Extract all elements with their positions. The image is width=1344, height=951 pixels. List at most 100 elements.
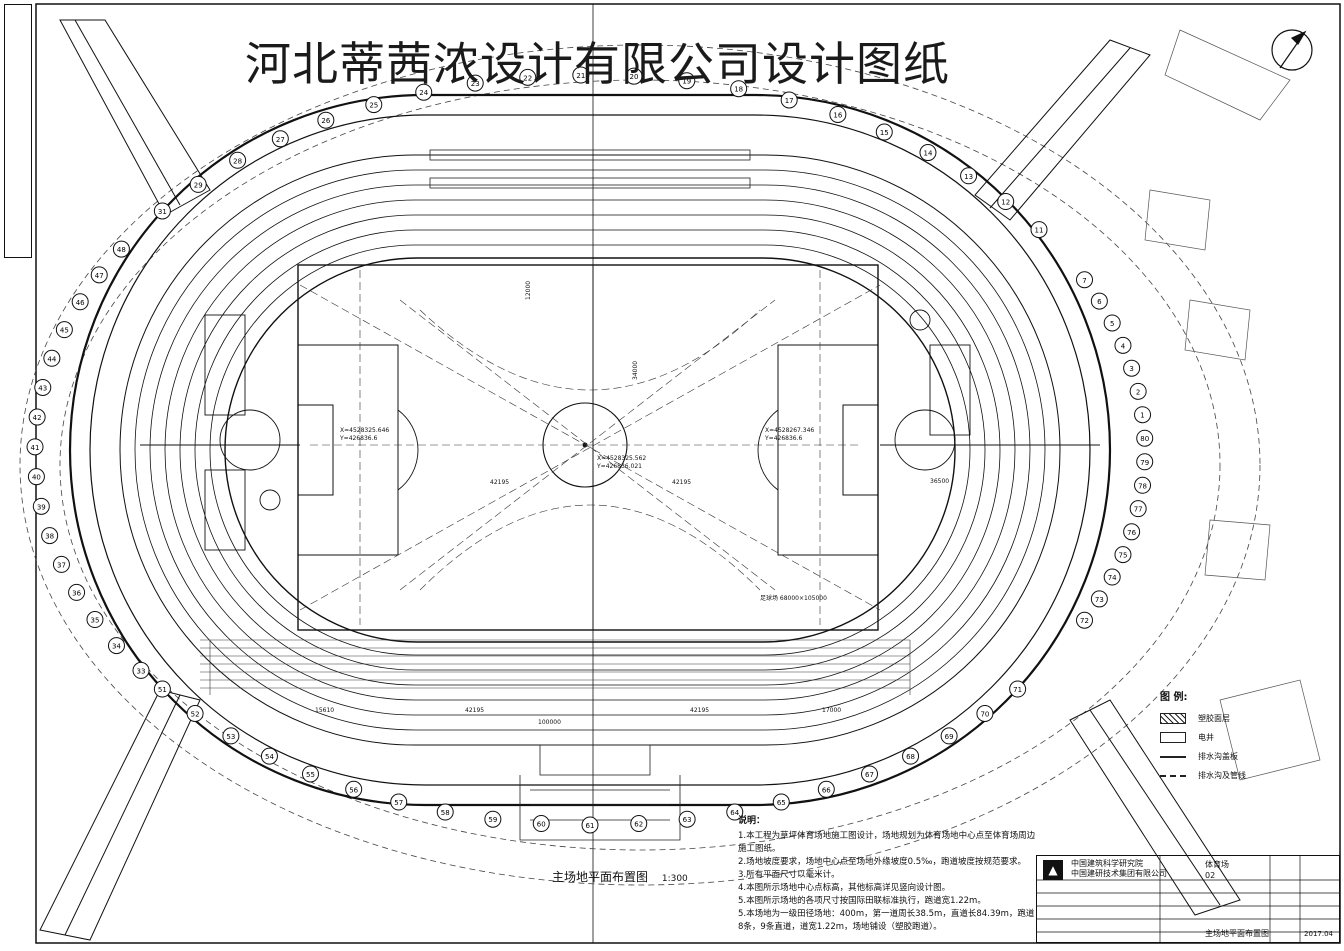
axis-bubble-label: 24 [419,89,428,97]
axis-bubble: 79 [1136,453,1154,471]
axis-bubble-circle [43,349,61,367]
axis-bubble-label: 40 [32,474,41,482]
axis-bubble: 68 [902,747,920,765]
axis-bubble: 73 [1090,590,1108,608]
axis-bubble: 4 [1114,336,1132,354]
axis-bubble-label: 7 [1082,277,1086,285]
axis-bubble: 65 [772,793,790,811]
axis-bubble: 17 [780,91,798,109]
dim-42195-top: 42195 [490,479,509,486]
axis-bubble-label: 26 [321,117,330,125]
axis-bubble: 67 [861,765,879,783]
note-line: 4.本图所示场地中心点标高，其他标高详见竖向设计图。 [738,883,951,893]
axis-bubble-circle [229,151,247,169]
axis-bubble-circle [940,727,958,745]
legend-label: 塑胶面层 [1198,714,1230,723]
axis-bubble: 24 [415,83,433,101]
axis-bubble-label: 61 [586,822,595,830]
legend-label: 排水沟及管线 [1198,771,1246,780]
axis-bubble-circle [1103,568,1121,586]
axis-bubble-label: 41 [31,444,40,452]
legend-item: 电井 [1160,728,1290,747]
axis-bubble: 76 [1123,523,1141,541]
football-field [297,264,879,631]
axis-bubble: 20 [625,67,643,85]
axis-bubble: 39 [32,497,50,515]
axis-bubble-circle [107,637,125,655]
axis-bubble-label: 63 [683,816,692,824]
axis-bubble-circle [678,810,696,828]
axis-bubble-circle [772,793,790,811]
north-arrow-icon [1271,29,1313,71]
axis-bubble-label: 66 [822,786,831,794]
revision-strip [4,4,32,258]
axis-bubble: 62 [630,815,648,833]
drawing-name: 主场地平面布置图 [1205,929,1269,938]
axis-bubble: 53 [222,727,240,745]
note-line: 5.本场地为一级田径场地：400m，第一道周长38.5m，直道长84.39m，跑… [738,909,1035,932]
axis-bubble-label: 72 [1080,617,1089,625]
axis-bubble-label: 76 [1127,529,1136,537]
axis-bubble-circle [1103,314,1121,332]
legend: 图 例: 塑胶面层 电井 排水沟盖板 排水沟及管线 [1160,688,1290,785]
axis-bubble-circle [532,815,550,833]
axis-bubble-circle [976,704,994,722]
axis-bubble: 31 [153,202,171,220]
axis-bubble-circle [132,661,150,679]
axis-bubble-circle [436,803,454,821]
axis-bubble-label: 65 [777,799,786,807]
axis-bubble-label: 39 [37,503,46,511]
axis-bubble: 45 [55,321,73,339]
axis-bubble: 40 [27,468,45,486]
axis-bubble-label: 11 [1035,227,1044,235]
axis-bubble: 2 [1129,382,1147,400]
access-ramps [39,19,1241,941]
axis-bubble-label: 44 [47,355,56,363]
axis-bubble-label: 42 [33,414,42,422]
axis-bubble-circle [112,240,130,258]
axis-bubble: 74 [1103,568,1121,586]
axis-bubble: 29 [189,175,207,193]
axis-bubble-label: 6 [1097,298,1102,306]
axis-bubble: 48 [112,240,130,258]
axis-bubble-circle [1114,336,1132,354]
dim-17000: 17000 [822,707,841,714]
axis-bubble-label: 54 [265,753,274,761]
axis-bubble: 52 [186,704,204,722]
axis-bubble-label: 14 [924,150,933,158]
axis-bubble-circle [817,780,835,798]
axis-bubble-circle [780,91,798,109]
axis-bubble-circle [34,378,52,396]
axis-bubble-label: 55 [306,771,315,779]
axis-bubble-label: 64 [730,809,739,817]
axis-bubble: 44 [43,349,61,367]
axis-bubble-circle [919,144,937,162]
straight-lanes [200,639,911,695]
axis-bubble: 3 [1123,359,1141,377]
dim-100000: 100000 [538,719,561,726]
axis-bubble: 19 [678,72,696,90]
axis-bubble: 51 [153,680,171,698]
axis-bubble: 43 [34,378,52,396]
sheet-title: 主场地平面布置图 1:300 [552,868,688,885]
axis-bubble-circle [829,105,847,123]
axis-bubble-label: 36 [72,589,81,597]
axis-bubble-label: 3 [1129,365,1133,373]
axis-bubble-label: 57 [394,799,403,807]
axis-bubble-label: 67 [865,771,874,779]
legend-item: 排水沟盖板 [1160,747,1290,766]
center-coord-y: Y=426836.021 [596,463,642,470]
axis-bubble-label: 23 [471,80,480,88]
axis-bubble-circle [28,408,46,426]
axis-bubble-circle [678,72,696,90]
legend-title: 图 例: [1160,692,1188,703]
dim-42195-bottom-left: 42195 [465,707,484,714]
axis-bubble: 27 [271,130,289,148]
axis-bubble-circle [271,130,289,148]
axis-bubble-circle [1030,221,1048,239]
axis-bubble-label: 20 [630,73,639,81]
axis-bubble-circle [960,167,978,185]
field-event-areas [140,309,1100,551]
title-block: ▲ 中国建筑科学研究院 中国建研技术集团有限公司 体育场 02 主场地平面布置图… [1036,855,1340,943]
